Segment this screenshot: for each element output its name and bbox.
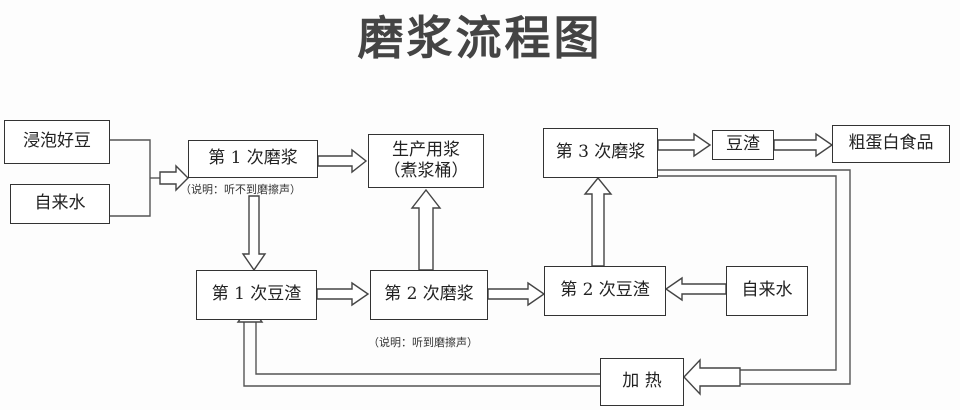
arrow-okara1-to-grind2 <box>316 281 370 307</box>
node-okara-label: 豆渣 <box>726 134 760 155</box>
node-okara-2-label: 第 2 次豆渣 <box>560 280 650 301</box>
arrow-okara2-to-grind3 <box>583 176 613 267</box>
node-okara-1: 第 1 次豆渣 <box>196 270 317 320</box>
connector-grind3-loop-inner <box>658 175 837 371</box>
node-water-1-label: 自来水 <box>34 193 86 214</box>
node-okara-1-label: 第 1 次豆渣 <box>211 284 302 305</box>
arrow-grind2-to-okara2 <box>487 281 546 307</box>
node-production-line1: 生产用浆 <box>392 139 460 160</box>
arrow-water2-to-okara2 <box>664 276 727 302</box>
arrow-grind2-to-slurry <box>410 188 442 271</box>
node-heating: 加 热 <box>600 358 684 406</box>
node-soak-beans-label: 浸泡好豆 <box>23 131 91 152</box>
node-grind-3-label: 第 3 次磨浆 <box>555 142 646 163</box>
node-water-1: 自来水 <box>10 184 110 224</box>
arrow-grind3-to-okara <box>657 132 712 158</box>
node-water-2: 自来水 <box>726 266 808 316</box>
node-water-2-label: 自来水 <box>741 280 793 301</box>
node-coarse-protein: 粗蛋白食品 <box>832 125 950 163</box>
arrow-grind1-to-okara1 <box>241 195 267 272</box>
node-heating-label: 加 热 <box>622 371 662 392</box>
node-grind-2: 第 2 次磨浆 <box>370 270 488 320</box>
node-okara-2: 第 2 次豆渣 <box>544 266 666 316</box>
node-grind-1: 第 1 次磨浆 <box>188 140 318 178</box>
arrow-into-grind1 <box>159 164 189 192</box>
note-no-friction: （说明：听不到磨擦声） <box>180 183 301 196</box>
arrow-grind1-to-slurry <box>317 148 368 174</box>
node-soak-beans: 浸泡好豆 <box>4 120 110 164</box>
node-grind-3: 第 3 次磨浆 <box>543 128 658 178</box>
connector-grind3-loop-outer <box>658 169 851 385</box>
diagram-title: 磨浆流程图 <box>357 11 603 65</box>
node-grind-1-label: 第 1 次磨浆 <box>208 148 298 169</box>
node-grind-2-label: 第 2 次磨浆 <box>384 284 474 305</box>
connector-heating-to-okara1-outer <box>243 318 600 387</box>
connector-heating-to-okara1-inner <box>255 318 600 375</box>
connector-soak-to-merge <box>110 139 151 217</box>
node-production-slurry: 生产用浆 （煮浆桶） <box>368 134 484 188</box>
arrow-okara-to-protein <box>773 132 834 158</box>
node-production-line2: （煮浆桶） <box>383 161 469 181</box>
node-okara: 豆渣 <box>712 130 774 160</box>
arrow-into-heating <box>683 358 741 396</box>
note-friction: （说明：听到磨擦声） <box>368 336 478 349</box>
node-coarse-protein-label: 粗蛋白食品 <box>848 133 934 154</box>
